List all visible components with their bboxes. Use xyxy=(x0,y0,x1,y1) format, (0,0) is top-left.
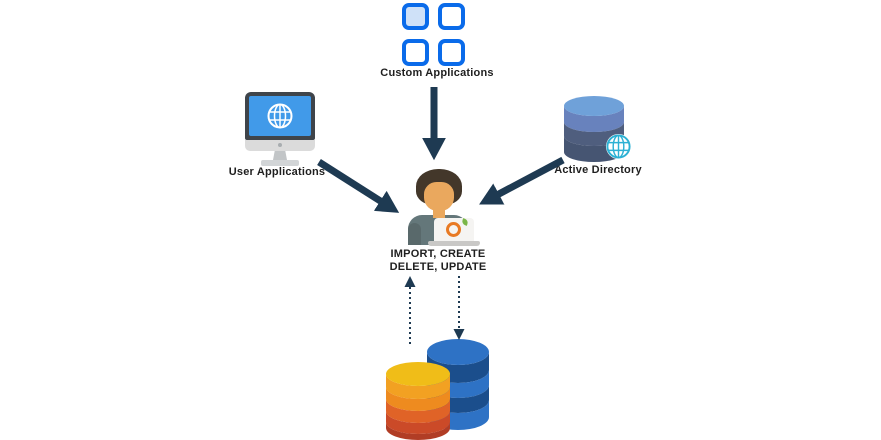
person-neck xyxy=(433,209,445,218)
app-square-icon xyxy=(402,3,429,30)
monitor-stand xyxy=(273,151,287,160)
operations-label-line2: DELETE, UPDATE xyxy=(389,260,487,273)
person-arm xyxy=(408,223,421,245)
user-applications-label: User Applications xyxy=(228,166,326,178)
app-square-icon xyxy=(438,39,465,66)
monitor-stand-base xyxy=(261,160,299,166)
operations-label-line1: IMPORT, CREATE xyxy=(390,248,486,260)
dotted-arrow-up-head xyxy=(404,276,416,287)
laptop-icon xyxy=(434,218,474,242)
app-square-icon xyxy=(402,39,429,66)
app-square-icon xyxy=(438,3,465,30)
active-directory-label: Active Directory xyxy=(554,164,642,176)
operations-label: IMPORT, CREATE DELETE, UPDATE xyxy=(353,248,523,273)
monitor-chin xyxy=(245,140,315,151)
leaf-icon xyxy=(461,218,469,226)
orange-database-icon xyxy=(386,362,450,440)
monitor-camera-dot xyxy=(278,143,282,147)
custom-applications-icon xyxy=(402,3,465,66)
laptop-base xyxy=(428,241,480,246)
sync-logo-icon xyxy=(446,222,461,237)
globe-icon xyxy=(267,103,293,129)
monitor-frame xyxy=(245,92,315,140)
person-face xyxy=(424,182,454,211)
globe-icon xyxy=(605,133,632,160)
custom-applications-label: Custom Applications xyxy=(380,67,494,79)
person-laptop-icon xyxy=(407,169,480,247)
monitor-screen xyxy=(249,96,311,136)
user-applications-icon xyxy=(245,92,315,166)
